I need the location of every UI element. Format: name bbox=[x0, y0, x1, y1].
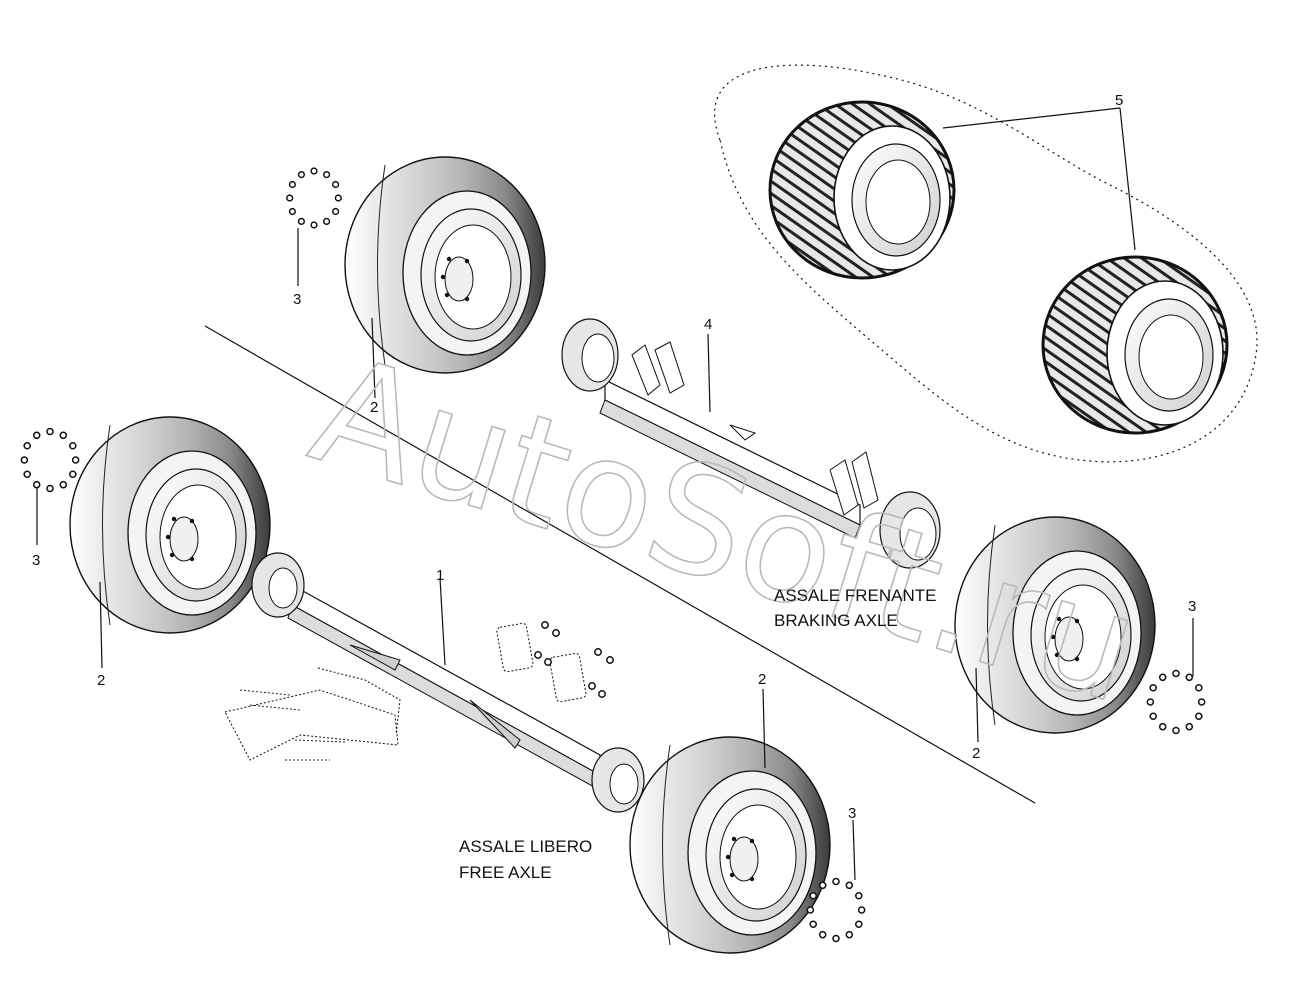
callout-3-nuts-c: 3 bbox=[1188, 598, 1196, 615]
braking-axle bbox=[561, 318, 941, 569]
callout-3-nuts-d: 3 bbox=[848, 805, 856, 822]
wheel-front-right bbox=[629, 736, 831, 954]
caption-braking-axle-it: ASSALE FRENANTE bbox=[774, 586, 937, 605]
caption-free-axle-it: ASSALE LIBERO bbox=[459, 837, 592, 856]
callout-2-wheel-d: 2 bbox=[972, 745, 980, 762]
callout-2-wheel-a: 2 bbox=[370, 399, 378, 416]
leader-lines bbox=[36, 107, 1194, 881]
wheel-nuts-b bbox=[20, 427, 80, 493]
separator-line bbox=[204, 325, 1036, 804]
callout-2-wheel-b: 2 bbox=[97, 672, 105, 689]
clamp-plates bbox=[496, 621, 614, 703]
mounting-bracket bbox=[224, 667, 401, 761]
free-axle bbox=[251, 552, 645, 813]
callout-4-braking-axle: 4 bbox=[704, 316, 712, 333]
callout-1-free-axle: 1 bbox=[436, 567, 444, 584]
callout-3-nuts-a: 3 bbox=[293, 291, 301, 308]
caption-braking-axle-en: BRAKING AXLE bbox=[774, 611, 898, 630]
flotation-tire-lower bbox=[1041, 255, 1229, 435]
callout-3-nuts-b: 3 bbox=[32, 552, 40, 569]
wheel-nuts-c bbox=[1146, 669, 1206, 735]
flotation-tire-upper bbox=[768, 100, 956, 280]
optional-tires-outline bbox=[713, 64, 1258, 463]
caption-free-axle-en: FREE AXLE bbox=[459, 863, 552, 882]
callout-5-flotation-tires: 5 bbox=[1115, 92, 1123, 109]
callout-2-wheel-c: 2 bbox=[758, 671, 766, 688]
wheel-nuts-a bbox=[286, 167, 342, 229]
